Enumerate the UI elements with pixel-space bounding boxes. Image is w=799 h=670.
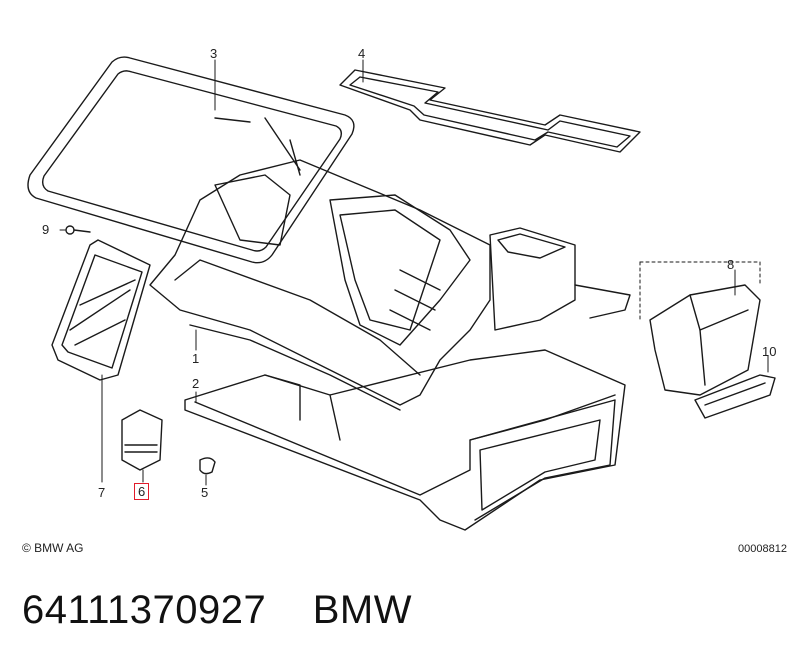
callout-6: 6 bbox=[134, 483, 150, 500]
drawing-number: 00008812 bbox=[738, 543, 787, 555]
callout-8: 8 bbox=[727, 257, 735, 272]
callout-9: 9 bbox=[42, 222, 50, 237]
part-7-side-cover bbox=[51, 239, 151, 381]
callout-4: 4 bbox=[358, 46, 366, 61]
callout-3: 3 bbox=[210, 46, 218, 61]
part-9-screw bbox=[65, 225, 91, 235]
leader-lines bbox=[59, 59, 769, 486]
part-3-gasket-frame bbox=[27, 56, 355, 264]
part-4-seal bbox=[339, 69, 641, 153]
brand-name: BMW bbox=[312, 588, 412, 632]
part-2-housing-lower bbox=[184, 349, 626, 531]
part-caption: 64111370927 BMW bbox=[22, 588, 412, 633]
part-number: 64111370927 bbox=[22, 588, 267, 632]
callout-10: 10 bbox=[762, 344, 777, 359]
part-6-plug bbox=[121, 409, 163, 471]
callout-7: 7 bbox=[98, 485, 106, 500]
callout-1: 1 bbox=[192, 351, 200, 366]
part-1-housing-upper bbox=[149, 159, 631, 411]
part-5-clip bbox=[199, 457, 216, 475]
callout-5: 5 bbox=[201, 485, 209, 500]
part-10-filter bbox=[694, 374, 776, 419]
copyright-notice: © BMW AG bbox=[22, 541, 84, 555]
part-8-duct bbox=[649, 284, 761, 396]
callout-2: 2 bbox=[192, 376, 200, 391]
